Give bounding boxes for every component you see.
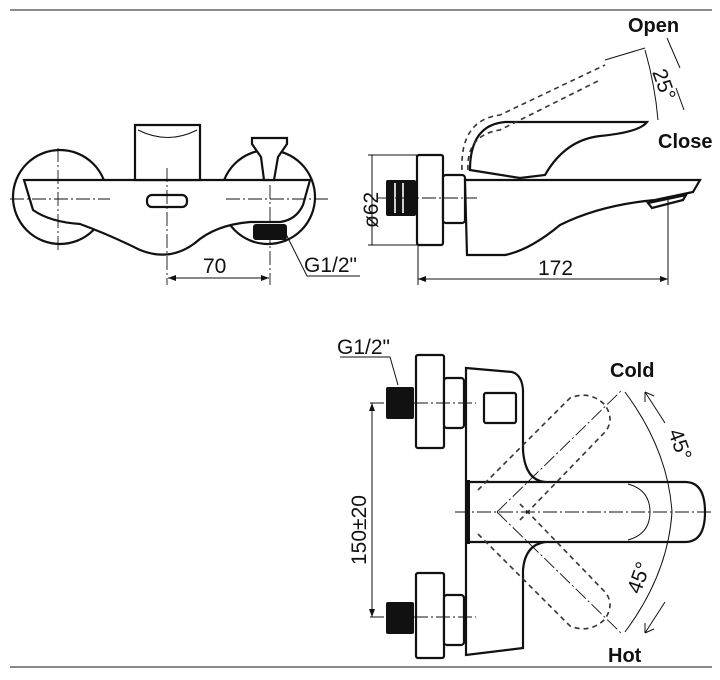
thread-leader bbox=[284, 231, 360, 277]
cartridge-window bbox=[482, 391, 518, 425]
dimension-70: 70 bbox=[203, 255, 226, 278]
hex-nut bbox=[441, 173, 467, 225]
wall-plate-upper bbox=[414, 353, 446, 450]
label-hot: Hot bbox=[608, 645, 642, 667]
dimension-spacing: 150±20 bbox=[348, 495, 371, 565]
hex-nut-lower bbox=[442, 593, 466, 647]
hot-arrow-icon bbox=[644, 601, 666, 634]
top-view: Cold Hot 45° 45° 150±20 G1/2" bbox=[337, 336, 712, 667]
handle-curve bbox=[137, 129, 198, 138]
wall-plate-lower bbox=[414, 571, 446, 660]
dimension-172: 172 bbox=[538, 257, 573, 280]
lever-open-dashed bbox=[461, 64, 606, 171]
angle-25: 25° bbox=[647, 66, 679, 104]
angle-cold-45: 45° bbox=[663, 426, 695, 464]
lever-hot-dashed bbox=[477, 503, 611, 630]
label-open: Open bbox=[628, 15, 679, 37]
lever-cold-dashed bbox=[477, 394, 611, 521]
dimension-diameter: ø62 bbox=[360, 192, 383, 228]
open-close-arrow-icon bbox=[666, 37, 685, 111]
open-limit-line bbox=[604, 47, 646, 61]
diverter-knob bbox=[250, 136, 289, 182]
label-close: Close bbox=[658, 131, 712, 153]
side-view: Open Close 25° ø62 172 bbox=[360, 15, 712, 285]
thread-label-top: G1/2" bbox=[337, 336, 390, 359]
cold-arrow-icon bbox=[644, 391, 666, 424]
inlet-thread-lower bbox=[386, 602, 414, 634]
thread-leader bbox=[340, 356, 399, 386]
centerline-cold bbox=[496, 389, 623, 513]
thread-label-front: G1/2" bbox=[304, 254, 357, 277]
lever-handle-front bbox=[133, 123, 202, 182]
spout-body bbox=[463, 178, 702, 257]
spout-tip bbox=[646, 193, 689, 210]
angle-arc-45 bbox=[624, 391, 673, 633]
wall-plate bbox=[415, 153, 445, 247]
front-view: 70 G1/2" bbox=[10, 123, 360, 285]
angle-arc-25 bbox=[644, 49, 659, 121]
centerline-hot bbox=[496, 511, 623, 635]
label-cold: Cold bbox=[610, 360, 654, 382]
lever-closed bbox=[468, 120, 650, 180]
